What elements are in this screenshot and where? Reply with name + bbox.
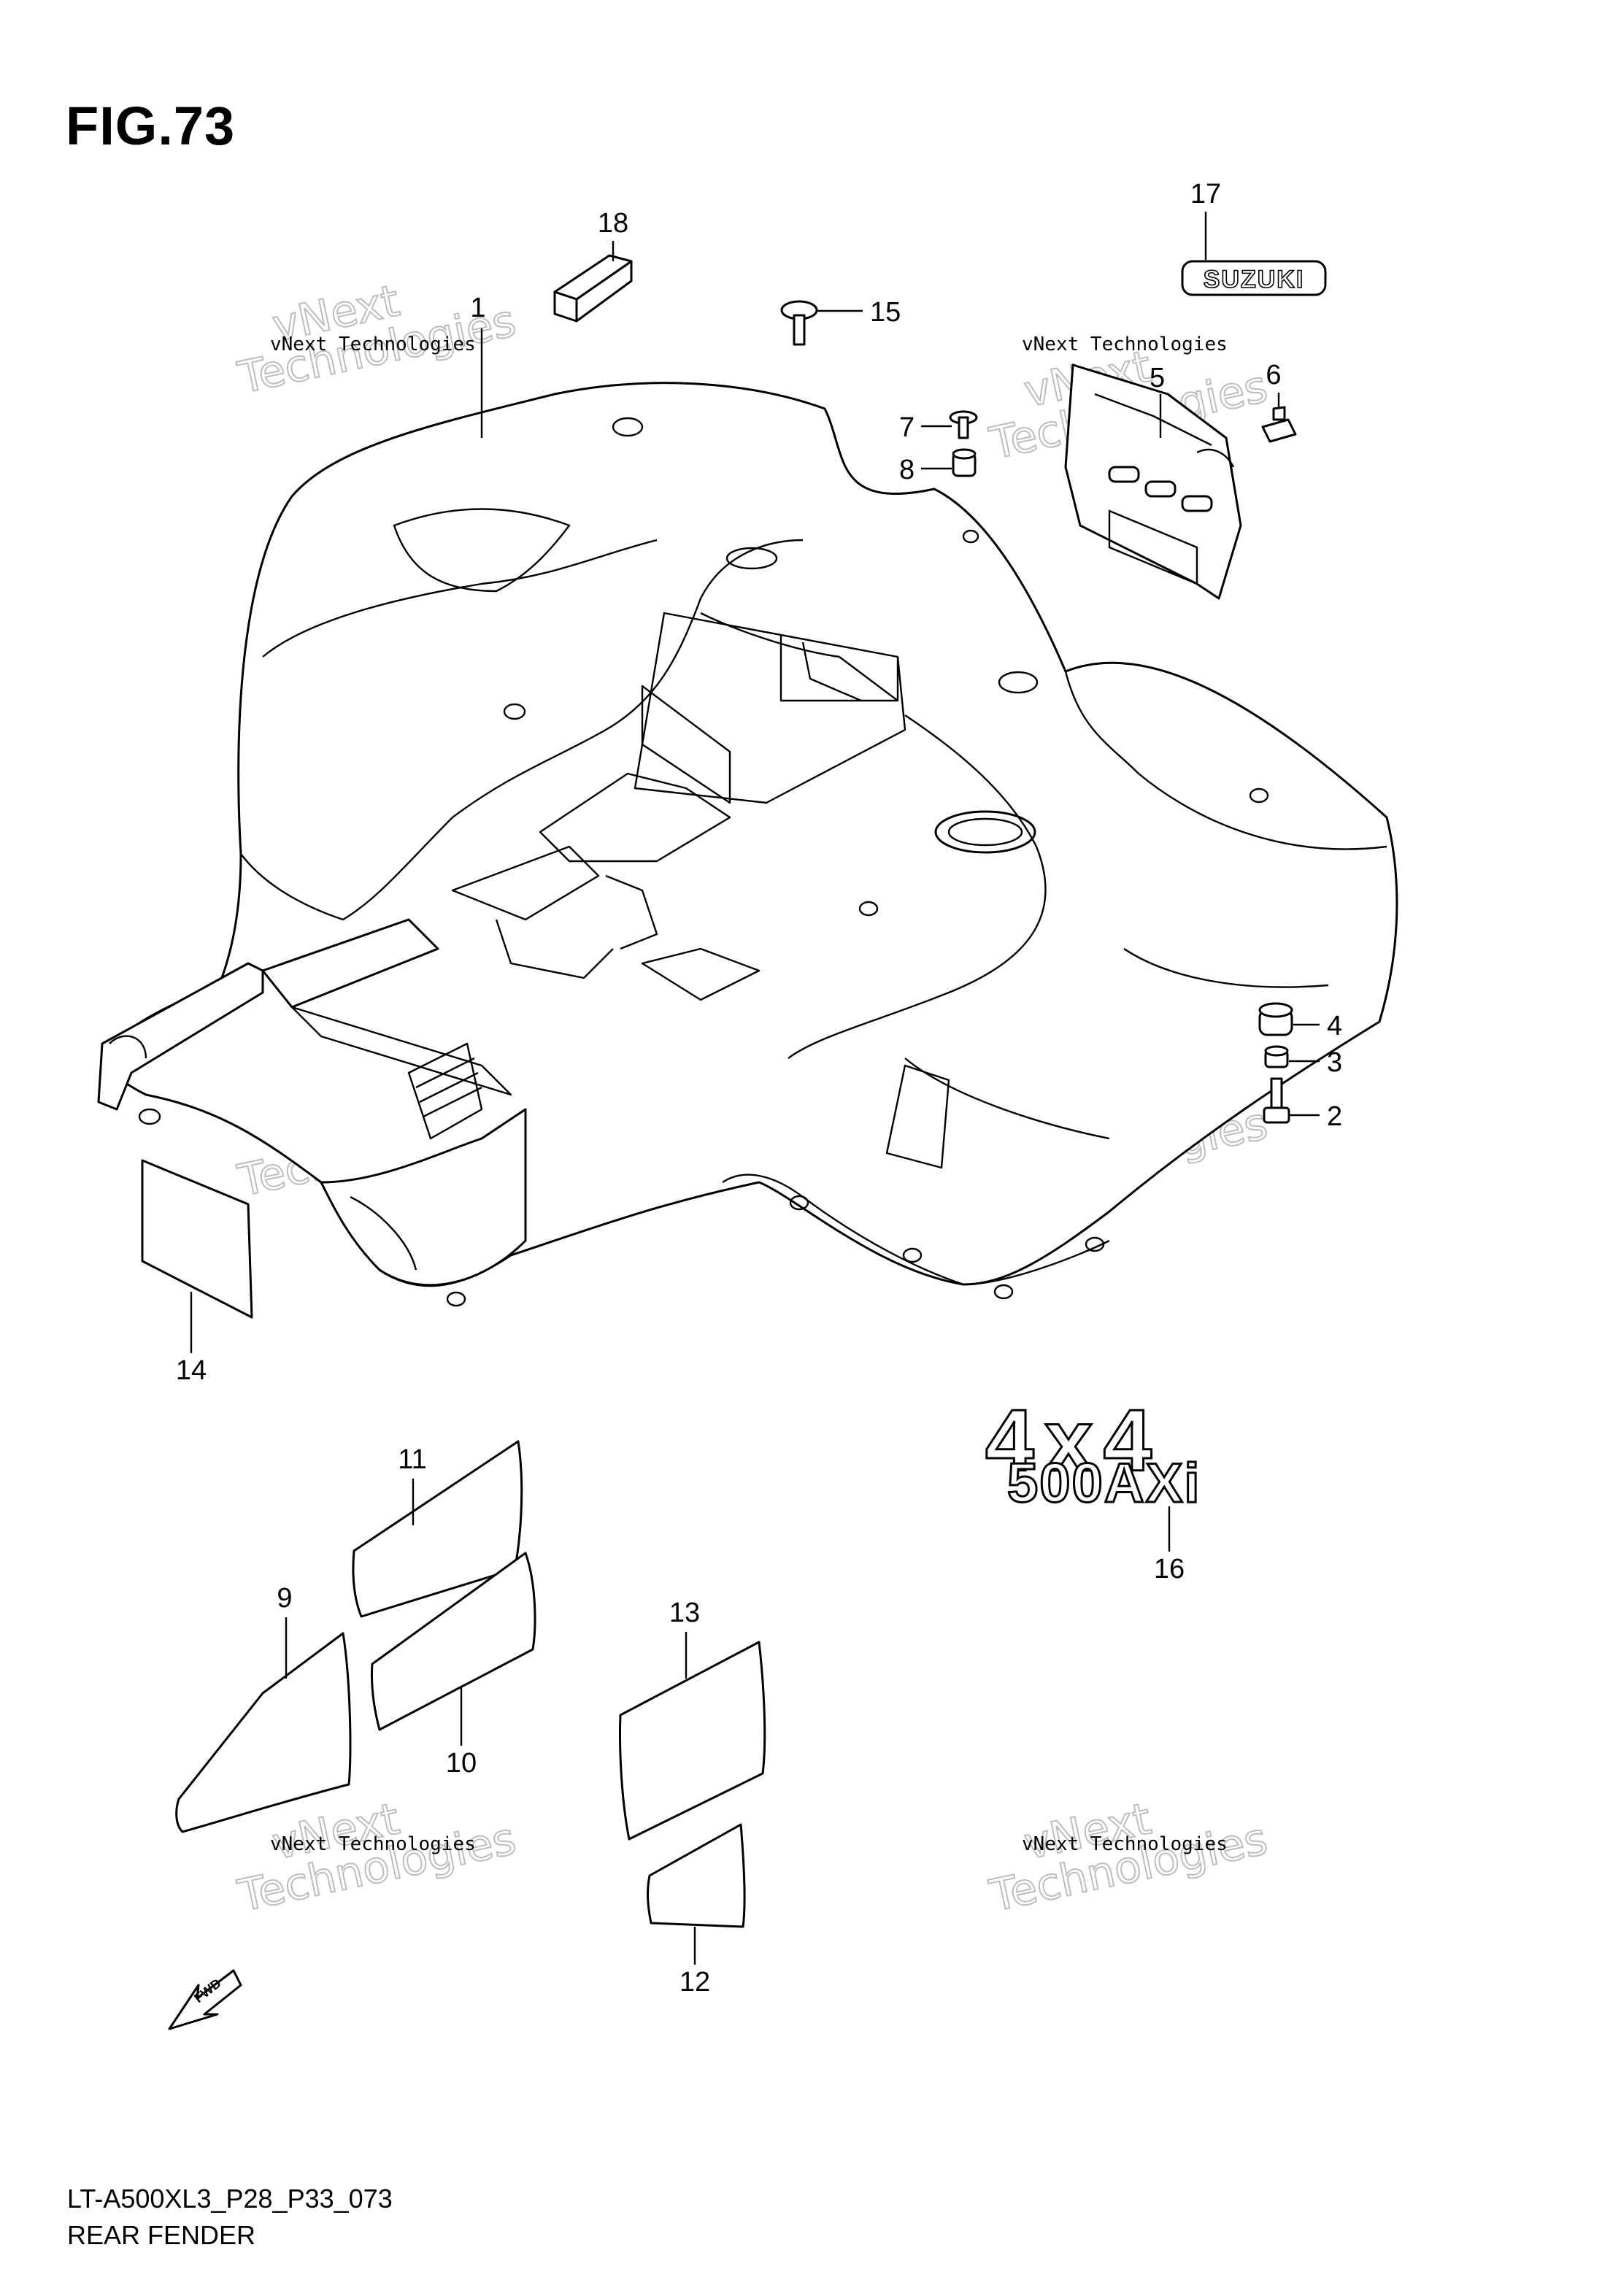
collar-part-3 [1264,1045,1289,1068]
cushion-part-18 [553,254,633,323]
watermark-text: vNext Technologies [1022,1833,1228,1855]
callout-14: 14 [176,1355,207,1386]
bolt-part-15 [780,300,818,346]
callout-1: 1 [470,293,485,323]
bolt-part-2 [1263,1077,1290,1124]
bracket-part-5 [1064,363,1242,600]
callout-8: 8 [899,455,915,485]
forward-arrow-icon: FWD [168,1969,242,2030]
decal-part-12 [647,1823,746,1928]
svg-text:500AXi: 500AXi [1007,1452,1201,1514]
callout-15: 15 [870,297,901,328]
callout-18: 18 [598,208,628,239]
callout-17: 17 [1190,179,1221,209]
callout-2: 2 [1327,1101,1342,1132]
callout-16: 16 [1154,1554,1185,1584]
watermark: Technologies vNext [233,274,521,404]
tail-light-panel [407,1042,483,1140]
callout-4: 4 [1327,1011,1342,1041]
callout-13: 13 [669,1598,700,1628]
callout-11: 11 [398,1444,426,1475]
section-name: REAR FENDER [67,2220,256,2250]
decal-part-14 [141,1159,253,1319]
callout-10: 10 [446,1748,477,1779]
decal-part-9 [175,1632,352,1833]
callout-6: 6 [1266,360,1281,390]
screw-part-7 [949,410,978,439]
callout-3: 3 [1327,1047,1342,1078]
decal-part-13 [619,1641,766,1841]
watermark-text: vNext Technologies [270,1833,476,1855]
clip-part-6 [1261,406,1297,443]
rear-fender-part-1 [97,382,1398,1307]
suzuki-emblem-part-17: SUZUKI [1181,260,1327,296]
decal-part-10 [371,1552,536,1731]
grommet-part-4 [1258,1002,1293,1036]
nut-part-8 [952,448,977,477]
model-code: LT-A500XL3_P28_P33_073 [67,2184,393,2214]
svg-text:SUZUKI: SUZUKI [1204,266,1305,293]
callout-group: 1 2 3 4 5 6 7 8 9 10 11 12 13 [176,179,1342,1998]
model-emblem-part-16: 4x4 500AXi [985,1391,1201,1516]
figure-title: FIG.73 [66,96,236,156]
callout-5: 5 [1150,363,1165,393]
callout-7: 7 [899,412,915,443]
watermark-text: vNext Technologies [270,334,476,355]
svg-text:4x4: 4x4 [985,1392,1162,1490]
callout-12: 12 [679,1967,710,1998]
callout-9: 9 [277,1583,292,1614]
watermark-text: vNext Technologies [1022,334,1228,355]
